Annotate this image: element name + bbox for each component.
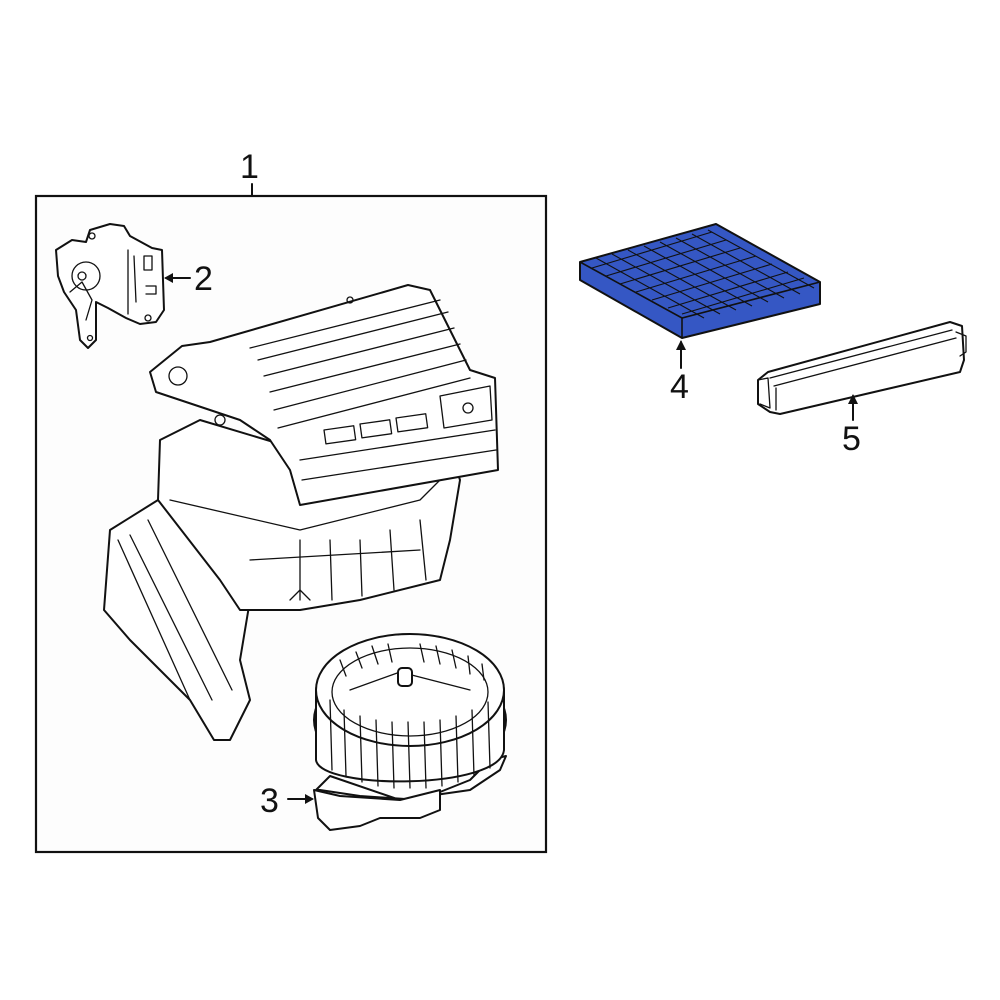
filter-cover-drawing[interactable] <box>757 321 967 421</box>
hvac-housing-drawing[interactable] <box>103 284 499 741</box>
cabin-air-filter-drawing[interactable] <box>579 223 821 369</box>
callout-4[interactable]: 4 <box>670 368 689 406</box>
callout-1[interactable]: 1 <box>240 148 259 186</box>
actuator-drawing[interactable] <box>55 223 191 349</box>
blower-motor-drawing[interactable] <box>287 633 507 831</box>
callout-5[interactable]: 5 <box>842 420 861 458</box>
callout-3[interactable]: 3 <box>260 782 279 820</box>
callout-2[interactable]: 2 <box>194 260 213 298</box>
